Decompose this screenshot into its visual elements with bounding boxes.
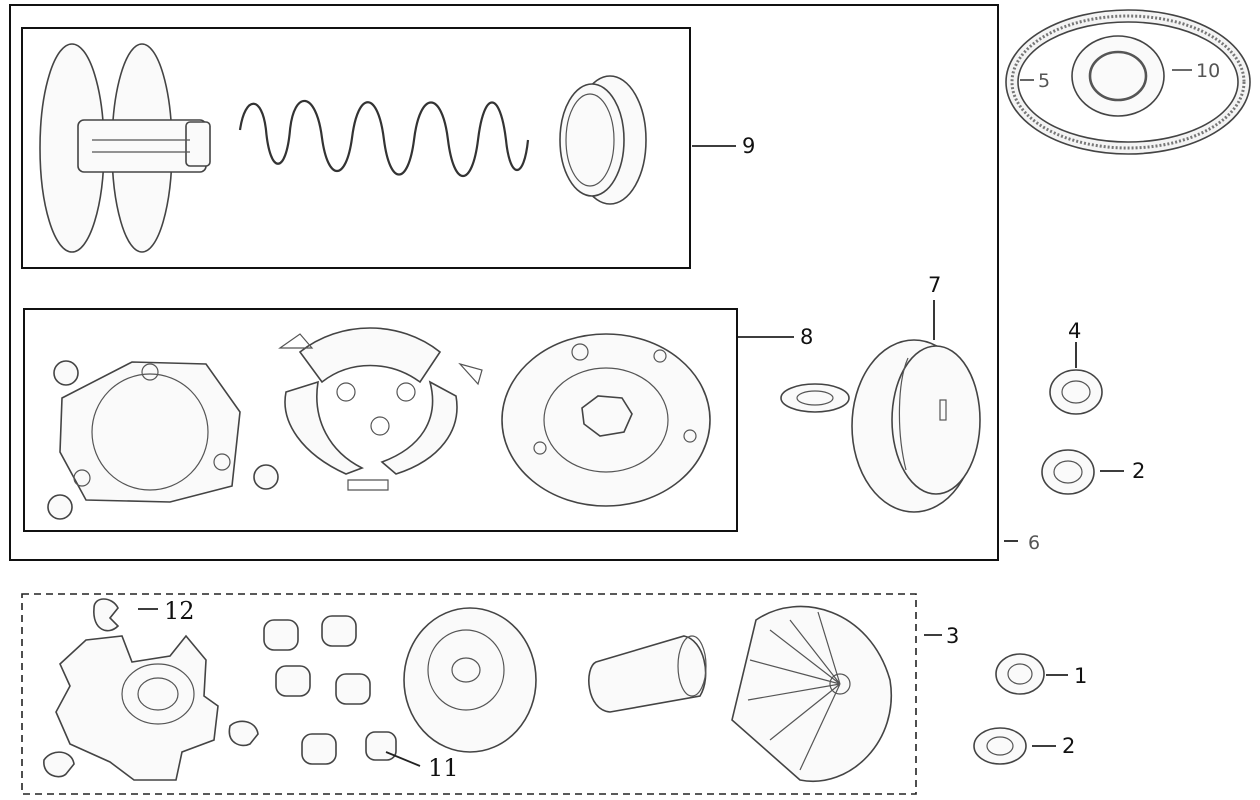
callout-12: 12 — [164, 597, 195, 625]
callout-6: 6 — [1028, 532, 1040, 554]
clutch-outer-bell — [851, 339, 981, 513]
box-8 — [23, 308, 738, 532]
clutch-plate — [59, 361, 241, 503]
ramp-plate — [55, 634, 219, 781]
nut-1 — [995, 653, 1045, 695]
variator-plate — [403, 607, 537, 753]
callout-11: 11 — [428, 754, 459, 782]
box-3 — [21, 593, 917, 795]
callout-5: 5 — [1038, 70, 1050, 92]
washer-small — [780, 383, 850, 413]
outer-frame-6 — [9, 4, 999, 561]
slider-pieces — [43, 598, 259, 778]
washer-2-lower — [973, 727, 1027, 765]
callout-3: 3 — [946, 624, 959, 648]
compression-spring — [238, 99, 530, 177]
clutch-drive-plate — [501, 333, 711, 507]
callout-4: 4 — [1068, 319, 1081, 343]
circlip — [47, 360, 279, 520]
box-9 — [21, 27, 691, 269]
callout-9: 9 — [742, 134, 755, 158]
clutch-shoes — [278, 327, 483, 491]
callout-7: 7 — [928, 273, 941, 297]
movable-drive-face — [731, 605, 893, 783]
roller-weights — [263, 615, 397, 765]
washer-2-upper — [1041, 449, 1095, 495]
callout-2-upper: 2 — [1132, 459, 1145, 483]
spring-seat-cup — [559, 75, 647, 205]
callout-2-lower: 2 — [1062, 734, 1075, 758]
clutch-pulley — [39, 43, 211, 253]
oil-seal — [1071, 35, 1165, 117]
variator-sleeve — [588, 635, 707, 713]
callout-10: 10 — [1196, 60, 1220, 82]
leader-11 — [385, 751, 421, 767]
callout-8: 8 — [800, 325, 813, 349]
nut-4 — [1049, 369, 1103, 415]
callout-1: 1 — [1074, 664, 1087, 688]
